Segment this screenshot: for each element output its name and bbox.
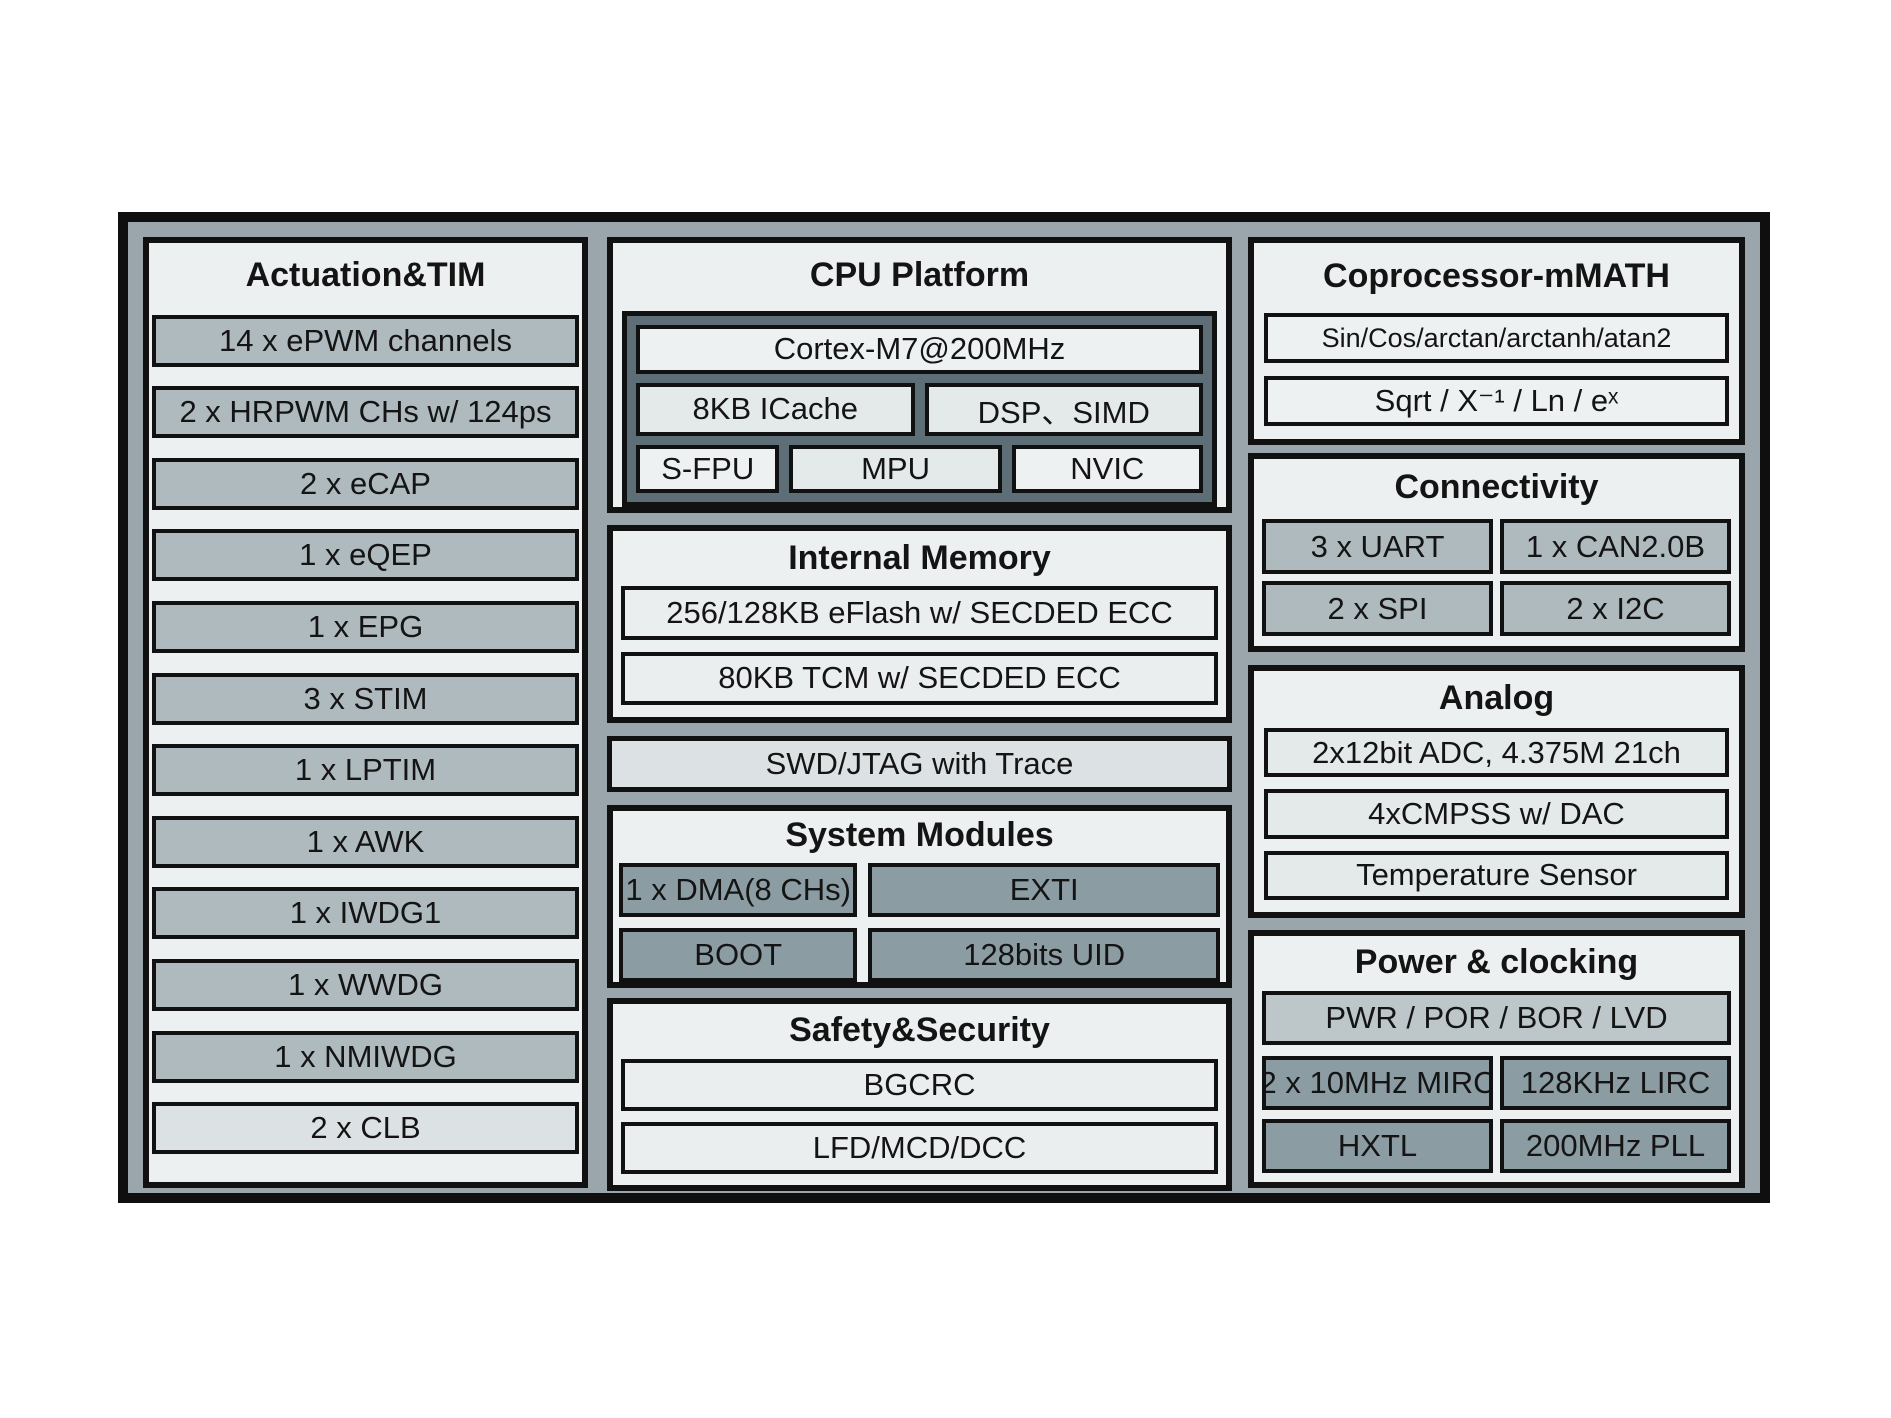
cpu-platform-panel: CPU Platform Cortex-M7@200MHz 8KB ICache… <box>607 237 1232 514</box>
block-temp-sensor: Temperature Sensor <box>1264 850 1729 900</box>
mcu-block-diagram: Actuation&TIM 14 x ePWM channels 2 x HRP… <box>118 212 1770 1203</box>
safety-security-title: Safety&Security <box>789 1011 1050 1050</box>
cpu-core-row2: 8KB ICache DSP、SIMD <box>636 382 1203 436</box>
safety-security-panel: Safety&Security BGCRC LFD/MCD/DCC <box>607 998 1232 1192</box>
power-clocking-panel: Power & clocking PWR / POR / BOR / LVD 2… <box>1248 930 1745 1188</box>
block-boot: BOOT <box>619 928 858 983</box>
block-lptim: 1 x LPTIM <box>152 744 579 797</box>
system-modules-grid: 1 x DMA(8 CHs) EXTI BOOT 128bits UID <box>619 863 1220 983</box>
actuation-tim-title: Actuation&TIM <box>245 256 486 294</box>
block-tcm: 80KB TCM w/ SECDED ECC <box>621 651 1218 706</box>
block-uart: 3 x UART <box>1262 519 1493 575</box>
block-ecap: 2 x eCAP <box>152 457 579 510</box>
block-nvic: NVIC <box>1011 444 1203 494</box>
block-sqrt-ln-exp: Sqrt / X⁻¹ / Ln / eˣ <box>1264 376 1729 426</box>
internal-memory-panel: Internal Memory 256/128KB eFlash w/ SECD… <box>607 525 1232 724</box>
power-clocking-grid: 2 x 10MHz MIRC 128KHz LIRC HXTL 200MHz P… <box>1262 1056 1731 1174</box>
block-lfd-mcd-dcc: LFD/MCD/DCC <box>621 1122 1218 1175</box>
connectivity-grid: 3 x UART 1 x CAN2.0B 2 x SPI 2 x I2C <box>1262 519 1731 637</box>
power-clocking-title: Power & clocking <box>1354 943 1639 981</box>
internal-memory-title: Internal Memory <box>788 539 1051 578</box>
actuation-tim-panel: Actuation&TIM 14 x ePWM channels 2 x HRP… <box>143 237 588 1188</box>
cpu-platform-title: CPU Platform <box>809 256 1030 294</box>
cpu-core-row3: S-FPU MPU NVIC <box>636 444 1203 494</box>
block-awk: 1 x AWK <box>152 815 579 868</box>
block-wwdg: 1 x WWDG <box>152 959 579 1012</box>
analog-title: Analog <box>1438 679 1555 717</box>
block-exti: EXTI <box>868 863 1220 918</box>
connectivity-title: Connectivity <box>1394 468 1599 506</box>
block-eflash: 256/128KB eFlash w/ SECDED ECC <box>621 586 1218 640</box>
block-i2c: 2 x I2C <box>1500 581 1731 637</box>
column-right: Coprocessor-mMATH Sin/Cos/arctan/arctanh… <box>1248 237 1745 1188</box>
block-mirc: 2 x 10MHz MIRC <box>1262 1056 1493 1111</box>
actuation-item-stack: 14 x ePWM channels 2 x HRPWM CHs w/ 124p… <box>149 295 582 1182</box>
block-dsp-simd: DSP、SIMD <box>924 382 1203 436</box>
block-swd-jtag: SWD/JTAG with Trace <box>607 736 1232 793</box>
system-modules-panel: System Modules 1 x DMA(8 CHs) EXTI BOOT … <box>607 805 1232 989</box>
connectivity-panel: Connectivity 3 x UART 1 x CAN2.0B 2 x SP… <box>1248 453 1745 652</box>
block-stim: 3 x STIM <box>152 672 579 725</box>
block-hxtl: HXTL <box>1262 1119 1493 1174</box>
block-dma: 1 x DMA(8 CHs) <box>619 863 858 918</box>
block-adc: 2x12bit ADC, 4.375M 21ch <box>1264 728 1729 778</box>
block-spi: 2 x SPI <box>1262 581 1493 637</box>
block-bgcrc: BGCRC <box>621 1059 1218 1112</box>
column-middle: CPU Platform Cortex-M7@200MHz 8KB ICache… <box>607 237 1232 1192</box>
block-epg: 1 x EPG <box>152 601 579 654</box>
block-trig-functions: Sin/Cos/arctan/arctanh/atan2 <box>1264 313 1729 364</box>
analog-panel: Analog 2x12bit ADC, 4.375M 21ch 4xCMPSS … <box>1248 665 1745 918</box>
block-uid: 128bits UID <box>868 928 1220 983</box>
cpu-core-row1: Cortex-M7@200MHz <box>636 325 1203 374</box>
block-pll: 200MHz PLL <box>1500 1119 1731 1174</box>
block-epwm: 14 x ePWM channels <box>152 314 579 367</box>
column-left: Actuation&TIM 14 x ePWM channels 2 x HRP… <box>143 237 588 1188</box>
system-modules-title: System Modules <box>785 816 1054 855</box>
block-hrpwm: 2 x HRPWM CHs w/ 124ps <box>152 386 579 439</box>
block-cmpss: 4xCMPSS w/ DAC <box>1264 789 1729 839</box>
block-pwr-por-bor-lvd: PWR / POR / BOR / LVD <box>1262 991 1731 1046</box>
block-clb: 2 x CLB <box>152 1102 579 1155</box>
block-icache: 8KB ICache <box>636 382 915 436</box>
block-cortex-m7: Cortex-M7@200MHz <box>636 325 1203 374</box>
coprocessor-panel: Coprocessor-mMATH Sin/Cos/arctan/arctanh… <box>1248 237 1745 445</box>
cpu-core-container: Cortex-M7@200MHz 8KB ICache DSP、SIMD S-F… <box>622 311 1217 508</box>
block-can: 1 x CAN2.0B <box>1500 519 1731 575</box>
block-mpu: MPU <box>789 444 1002 494</box>
block-iwdg1: 1 x IWDG1 <box>152 887 579 940</box>
block-lirc: 128KHz LIRC <box>1500 1056 1731 1111</box>
coprocessor-title: Coprocessor-mMATH <box>1323 257 1670 295</box>
block-sfpu: S-FPU <box>636 444 780 494</box>
block-nmiwdg: 1 x NMIWDG <box>152 1030 579 1083</box>
block-eqep: 1 x eQEP <box>152 529 579 582</box>
